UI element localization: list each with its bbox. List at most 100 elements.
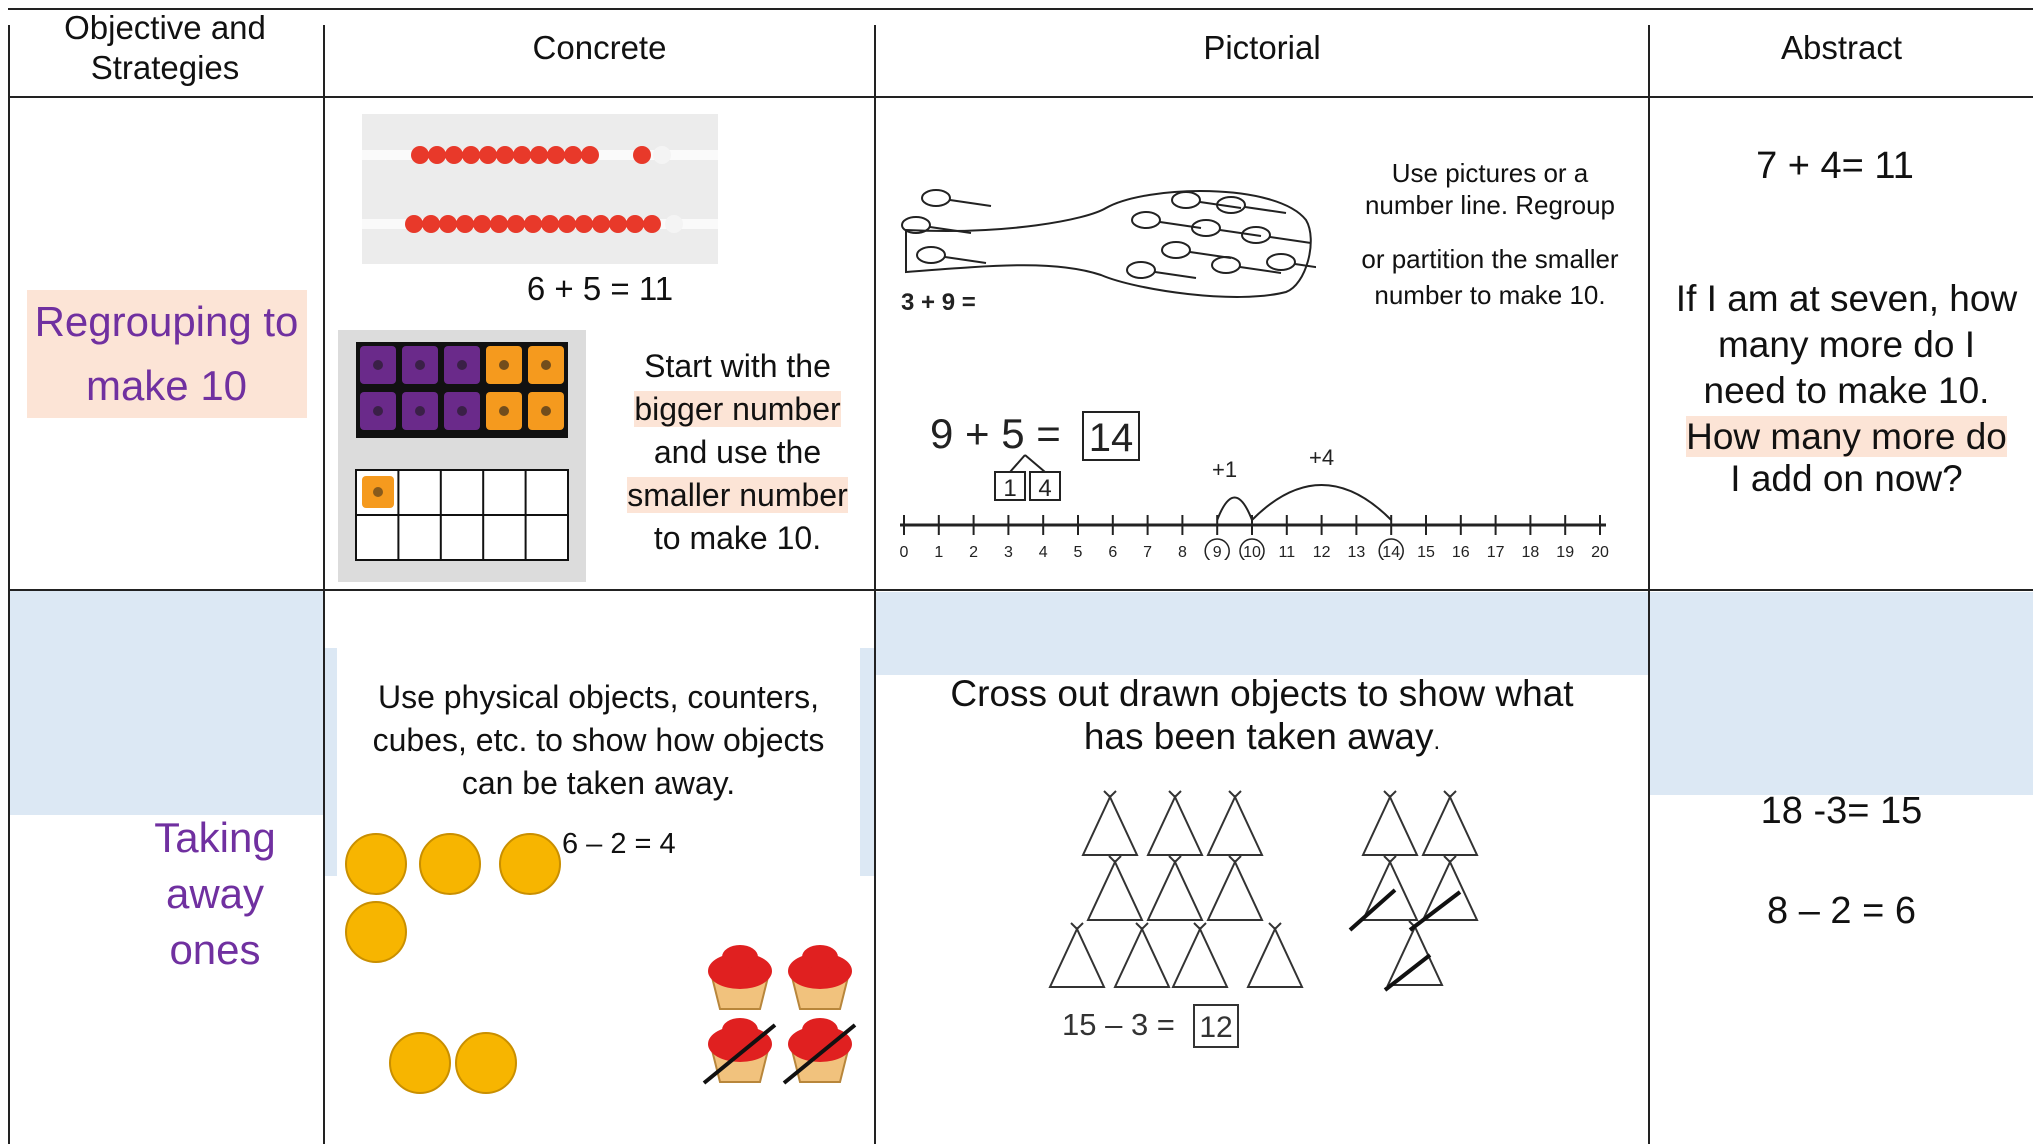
- col-line-0: [8, 25, 10, 1144]
- bigger-number-text: bigger number: [634, 391, 841, 427]
- header-abstract: Abstract: [1780, 29, 1903, 66]
- heading-dot: .: [1433, 728, 1441, 755]
- tick-label: 20: [1591, 544, 1609, 560]
- bead: [479, 146, 497, 164]
- tick-label: 3: [1004, 544, 1013, 560]
- tick-circle: [1378, 538, 1404, 560]
- nl-equation: 9 + 5 =: [930, 410, 1061, 457]
- and-use-text: and use the: [653, 434, 822, 470]
- triangle-equation: 15 – 3 =: [1062, 1007, 1175, 1042]
- cube-dot: [541, 406, 551, 416]
- hint-line-3: or partition the smaller: [1361, 244, 1619, 274]
- triangle-top: [1228, 855, 1242, 864]
- triangle-top: [1228, 790, 1242, 799]
- hint-line-4: number to make 10.: [1374, 280, 1606, 310]
- top-rule: [8, 8, 2033, 10]
- tick-label: 13: [1348, 544, 1366, 560]
- tick-circle: [1239, 538, 1265, 560]
- header-concrete: Concrete: [532, 29, 667, 66]
- heading-line-1: Cross out drawn objects to show what: [950, 673, 1574, 714]
- cupcake-top: [802, 1018, 838, 1042]
- tick-label: 2: [969, 544, 978, 560]
- header-rule: [8, 96, 2033, 98]
- counter: [389, 1032, 451, 1094]
- tick-label: 17: [1487, 544, 1505, 560]
- row1-objective-text: Regrouping to make 10: [26, 290, 307, 418]
- cube-dot: [373, 360, 383, 370]
- cube-dot: [499, 406, 509, 416]
- to-make-text: to make 10.: [653, 520, 822, 556]
- bubble: [1211, 256, 1241, 274]
- col-line-1: [323, 25, 325, 1144]
- cupcake: [708, 945, 772, 1010]
- bubble: [1126, 261, 1156, 279]
- bead: [439, 215, 457, 233]
- row2-objective-band: [8, 590, 323, 815]
- tick-label: 5: [1074, 544, 1083, 560]
- triangle-top: [1383, 790, 1397, 799]
- row1-concrete-instructions: Start with the bigger number and use the…: [610, 345, 865, 560]
- cube-dot: [415, 360, 425, 370]
- counter-sum: 6 – 2 = 4: [562, 828, 676, 860]
- triangle: [1048, 926, 1106, 988]
- cupcake: [788, 945, 852, 1010]
- crossed-triangles-drawing: 15 – 3 = 12: [1048, 790, 1479, 1048]
- row2-abstract-eq-1: 18 -3= 15: [1760, 790, 1923, 832]
- bubble-stick: [1269, 236, 1312, 244]
- bead: [456, 215, 474, 233]
- triangle: [1146, 859, 1204, 921]
- bead: [633, 146, 651, 164]
- triangle: [1171, 926, 1229, 988]
- bubble: [1131, 211, 1161, 229]
- cube-dot: [457, 406, 467, 416]
- cube-dot: [457, 360, 467, 370]
- bead: [643, 215, 661, 233]
- triangle: [1386, 924, 1444, 986]
- triangle: [1113, 926, 1171, 988]
- bead: [422, 215, 440, 233]
- tick-label: 0: [900, 544, 909, 560]
- tick-label: 1: [934, 544, 943, 560]
- bead: [541, 215, 559, 233]
- bead: [581, 146, 599, 164]
- bubble-stick: [1239, 266, 1282, 274]
- bead: [428, 146, 446, 164]
- row2-concrete-band-right: [860, 648, 874, 876]
- row-divider: [8, 589, 2033, 591]
- triangle-top: [1108, 855, 1122, 864]
- triangle-top: [1135, 922, 1149, 931]
- triangle: [1421, 794, 1479, 856]
- bubble: [1266, 253, 1296, 271]
- pictorial-hint: Use pictures or a number line. Regroup o…: [1340, 157, 1640, 311]
- smaller-number-text: smaller number: [627, 477, 848, 513]
- triangle: [1421, 859, 1479, 921]
- row2-pictorial-band: [876, 592, 1648, 675]
- counter: [345, 901, 407, 963]
- triangle: [1081, 794, 1139, 856]
- cupcake-top: [802, 945, 838, 969]
- bead: [530, 146, 548, 164]
- header-pictorial: Pictorial: [1203, 29, 1321, 66]
- jump-arc: [1216, 496, 1253, 521]
- question-line-3: need to make 10.: [1703, 370, 1990, 411]
- tick-label: 19: [1556, 544, 1574, 560]
- triangle-answer: 12: [1199, 1011, 1232, 1044]
- bubble: [916, 246, 946, 264]
- bead: [609, 215, 627, 233]
- header-objective: Objective and Strategies: [64, 9, 266, 86]
- bead: [547, 146, 565, 164]
- triangle-top: [1103, 790, 1117, 799]
- bead: [592, 215, 610, 233]
- counters-line-3: can be taken away.: [461, 765, 736, 801]
- bead: [462, 146, 480, 164]
- tick-label: 18: [1522, 544, 1540, 560]
- start-with-text: Start with the: [644, 348, 831, 384]
- triangle: [1361, 859, 1419, 921]
- bubble-stick: [929, 226, 972, 234]
- cupcake-top: [722, 945, 758, 969]
- tick-label: 11: [1278, 544, 1295, 560]
- bead: [524, 215, 542, 233]
- row2-concrete-band-left: [323, 648, 337, 876]
- col-line-3: [1648, 25, 1650, 1144]
